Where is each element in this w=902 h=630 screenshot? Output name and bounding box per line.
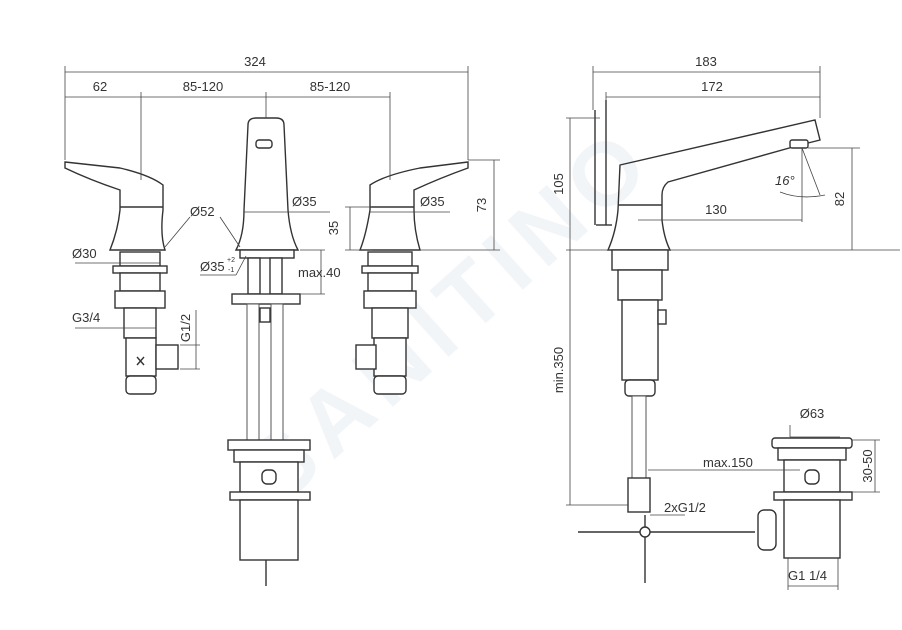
dim-spacing-left: 85-120	[183, 79, 223, 94]
dim-projection: 130	[705, 202, 727, 217]
dim-handle-base-height: 35	[326, 221, 341, 235]
dim-left-offset: 62	[93, 79, 107, 94]
dim-hole-tolerance-plus: +2	[227, 257, 235, 264]
dim-max-deck-thickness: max.40	[298, 265, 341, 280]
dim-waste-pop-up: 30-50	[860, 449, 875, 482]
dim-spout-diameter: Ø35	[292, 194, 317, 209]
dim-max-hose: max.150	[703, 455, 753, 470]
dim-spout-angle: 16°	[775, 173, 795, 188]
dim-min-hose-length: min.350	[551, 347, 566, 393]
dim-spout-height: 105	[551, 173, 566, 195]
dim-waste-diameter: Ø63	[800, 406, 825, 421]
dim-connection-thread: 2xG1/2	[664, 500, 706, 515]
dim-hole-diameter: Ø35	[200, 259, 225, 274]
dim-spout-reach-outer: 172	[701, 79, 723, 94]
dim-right-handle-diameter: Ø35	[420, 194, 445, 209]
dim-overall-width: 324	[244, 54, 266, 69]
dim-inlet-thread: G3/4	[72, 310, 100, 325]
dim-handle-base-diameter: Ø52	[190, 204, 215, 219]
dim-overall-depth: 183	[695, 54, 717, 69]
side-view: 183 172 105 16° 82 130 min.350 Ø63 30-50…	[551, 54, 900, 590]
dim-hole-tolerance-minus: -1	[228, 267, 234, 274]
dim-handle-height: 73	[474, 198, 489, 212]
dim-outlet-height: 82	[832, 192, 847, 206]
waste-pop-up	[771, 437, 853, 559]
dim-outlet-thread: G1/2	[178, 314, 193, 342]
dim-waste-thread: G1 1/4	[788, 568, 827, 583]
right-handle-valve	[355, 161, 469, 395]
side-mixer	[578, 100, 821, 583]
left-handle-valve	[64, 161, 179, 395]
dim-spacing-right: 85-120	[310, 79, 350, 94]
dim-shank-diameter: Ø30	[72, 246, 97, 261]
front-view: 324 62 85-120 85-120 Ø52 Ø35 Ø35 73 35 Ø…	[64, 54, 500, 586]
spout	[227, 117, 311, 586]
